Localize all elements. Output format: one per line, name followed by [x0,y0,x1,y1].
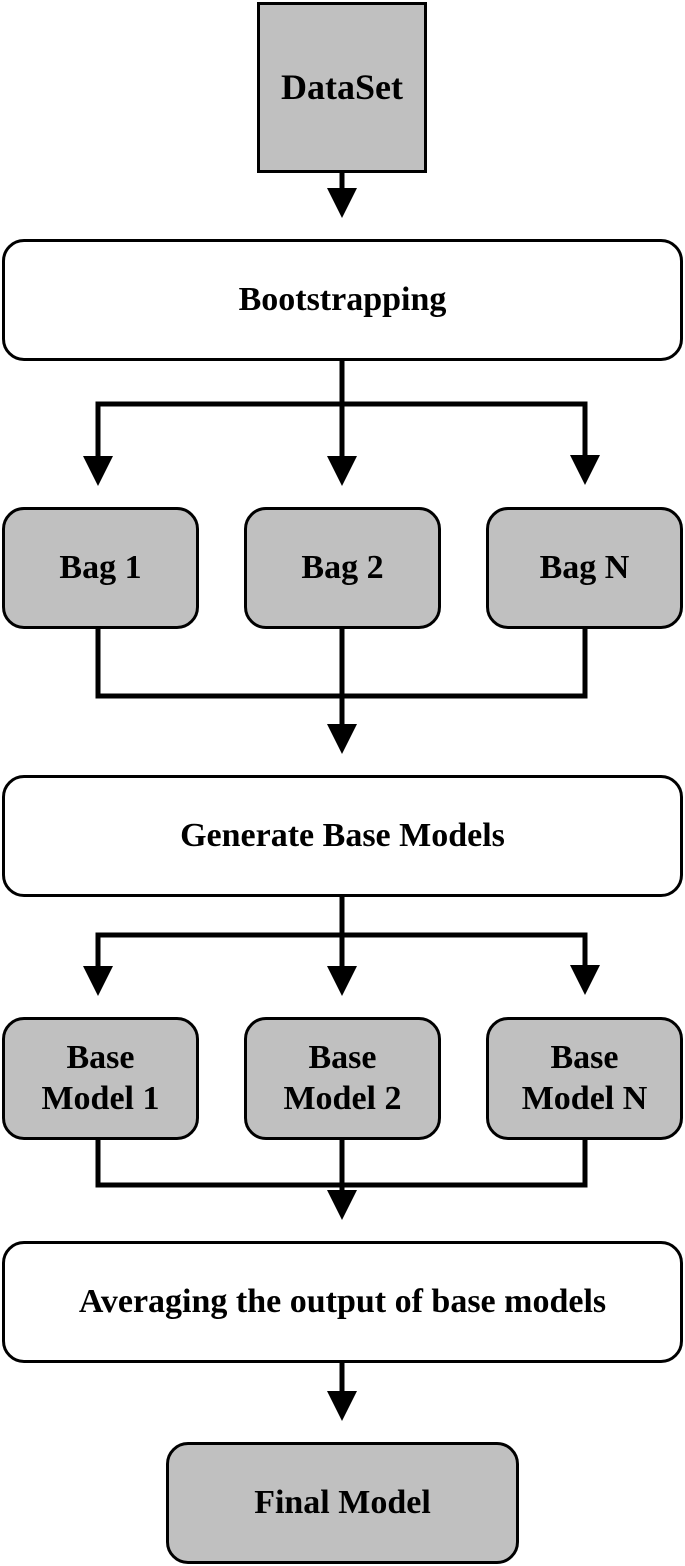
base-model-2-line1: Base [308,1038,377,1076]
bag-n-box: Bag N [486,507,683,629]
base-model-1-box: Base Model 1 [2,1017,199,1140]
bootstrapping-box: Bootstrapping [2,239,683,361]
base-model-2-line2: Model 2 [283,1079,402,1117]
base-model-n-line1: Base [550,1038,619,1076]
bag-n-label: Bag N [539,548,630,586]
base-model-1-line2: Model 1 [41,1079,160,1117]
bag-2-box: Bag 2 [244,507,441,629]
bag-2-label: Bag 2 [301,548,384,586]
base-model-1-line1: Base [66,1038,135,1076]
base-model-n-box: Base Model N [486,1017,683,1140]
bootstrapping-label: Bootstrapping [238,280,447,318]
bag-1-box: Bag 1 [2,507,199,629]
final-model-label: Final Model [254,1483,431,1521]
generate-base-models-label: Generate Base Models [180,816,505,854]
averaging-label: Averaging the output of base models [78,1282,607,1320]
dataset-box: DataSet [257,2,427,173]
bag-1-label: Bag 1 [59,548,142,586]
base-model-n-line2: Model N [521,1079,648,1117]
generate-base-models-box: Generate Base Models [2,775,683,897]
averaging-box: Averaging the output of base models [2,1241,683,1363]
final-model-box: Final Model [166,1442,519,1564]
base-model-2-box: Base Model 2 [244,1017,441,1140]
dataset-label: DataSet [281,66,403,107]
